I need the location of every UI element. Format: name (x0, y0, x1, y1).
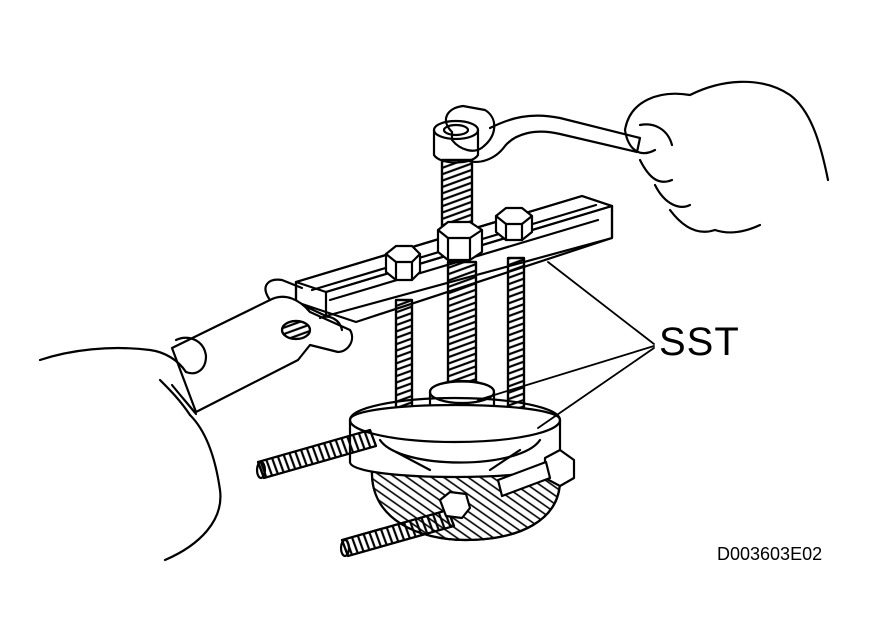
figure-code: D003603E02 (717, 544, 823, 564)
left-hand (40, 338, 220, 560)
puller-collar (350, 398, 560, 477)
sst-label: SST (659, 320, 740, 364)
right-hand (625, 82, 828, 233)
center-bolt-head (434, 121, 478, 163)
ring-wrench (446, 106, 640, 162)
sst-leader-lines (478, 262, 654, 428)
hex-nut-center (438, 222, 482, 260)
threaded-rod-right (508, 258, 524, 423)
side-bolt-front (341, 510, 454, 556)
hex-nut-right (496, 208, 532, 240)
hex-nut-left (386, 246, 420, 280)
side-bolt-right-head (498, 450, 574, 496)
front-nut (440, 492, 470, 518)
adjustable-wrench (172, 280, 352, 412)
side-bolt-left (257, 430, 376, 478)
center-screw-lower (448, 262, 476, 387)
